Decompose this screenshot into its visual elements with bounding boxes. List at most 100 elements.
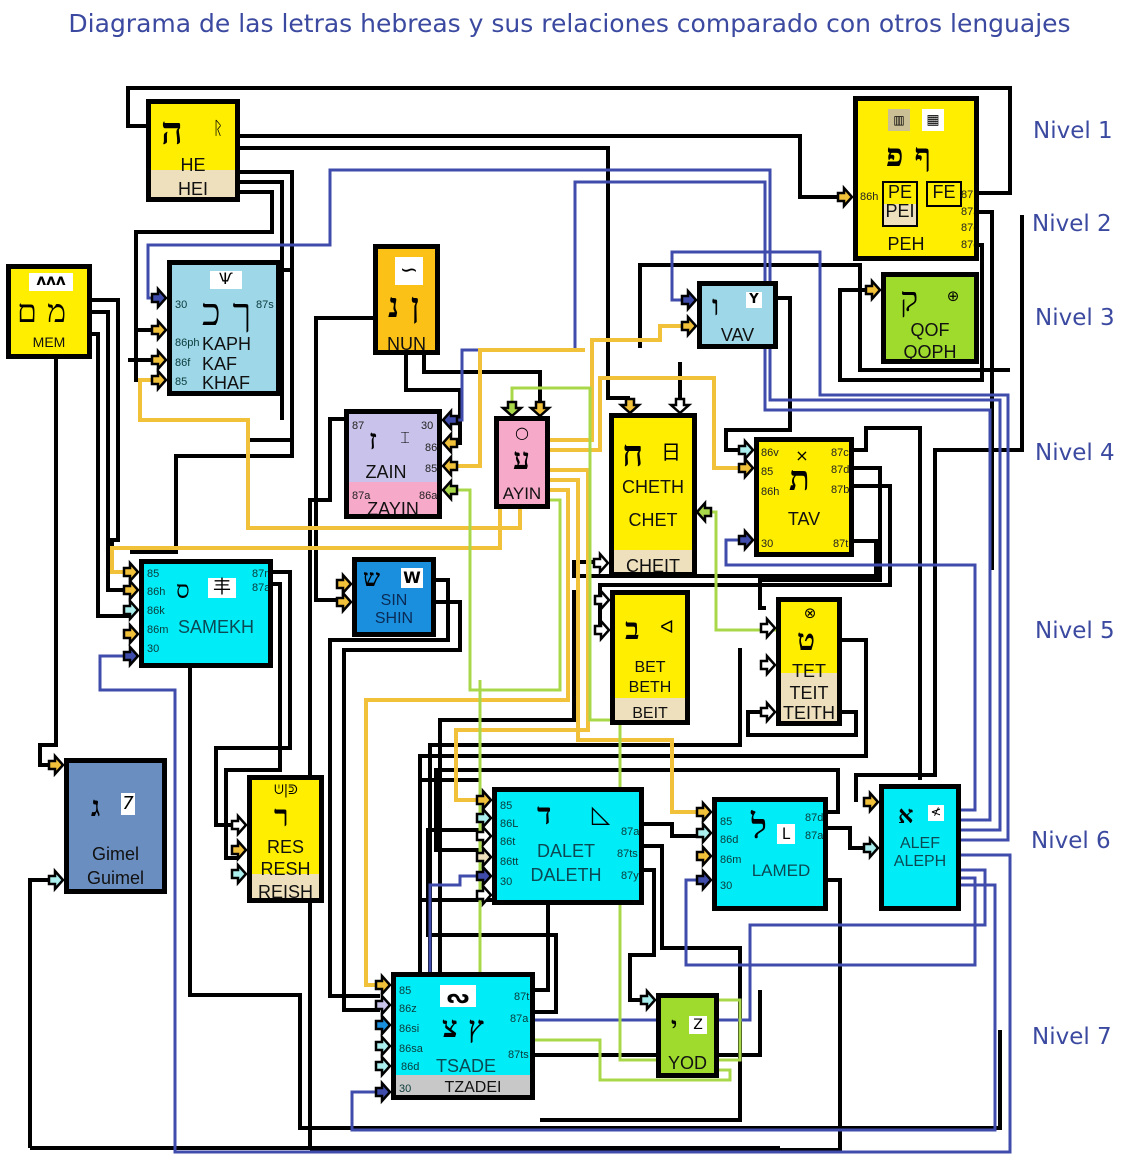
letter-box-res[interactable]: ᕫ|ᕲ ר RES RESH REISH [247, 775, 324, 903]
level-label-4: Nivel 4 [1035, 440, 1115, 466]
letter-box-qof[interactable]: ק ⊕ QOF QOPH [881, 272, 979, 364]
port-lamed-85: 85 [720, 816, 733, 828]
letter-box-vav[interactable]: ו Y VAV [697, 281, 778, 349]
hebrew-letter-yod: י [671, 1011, 678, 1040]
letter-box-ayin[interactable]: ○ ע AYIN [494, 416, 550, 509]
arrow-alef-in2 [862, 835, 880, 861]
letter-box-zain[interactable]: 87 30 ז ⌶ 86 85 ZAIN 87a 86a ZAYIN [344, 409, 442, 519]
paleo-glyph-bet-icon: ᐊ [660, 617, 674, 638]
letter-box-he[interactable]: ה ᚱ HE HEI [146, 99, 240, 202]
letter-name-samekh: SAMEKH [177, 617, 255, 637]
letter-name-kaph: KAPH [202, 334, 252, 354]
arrow-gimel-in2 [47, 867, 65, 893]
letter-box-shin[interactable]: ש W SIN SHIN [352, 557, 436, 637]
port-peh-87a: 87a [961, 206, 979, 218]
arrow-samekh-86m [122, 621, 140, 647]
paleo-glyph-vav-icon: Y [746, 292, 762, 308]
letter-name-shin: SHIN [374, 610, 414, 627]
port-peh-86h: 86h [860, 191, 879, 203]
arrow-tsade-85 [374, 972, 392, 998]
letter-box-nun[interactable]: ∽ ן נ NUN [373, 244, 440, 355]
port-peh-87k: 87k [961, 189, 979, 201]
paleo-glyph-tet-icon: ⊗ [803, 604, 817, 622]
wire-samekh-87r [214, 570, 292, 827]
letter-box-peh[interactable]: ▥ ▦ ף פ 86h PE PEI FE 87k 87a 87c 87q PE… [853, 96, 979, 261]
letter-box-alef[interactable]: א ≮ ALEF ALEPH [879, 784, 961, 911]
letter-box-yod[interactable]: י Z YOD [656, 993, 719, 1078]
letter-box-lamed[interactable]: 85 ל ᒪ 87d 87a 86d 86m LAMED 30 [712, 797, 828, 911]
arrow-alef-in1 [862, 789, 880, 815]
letter-name-yod: YOD [667, 1053, 707, 1073]
wire-blue-kaph30 [146, 168, 1002, 832]
letter-box-mem[interactable]: ᴧᴧᴧ מ ם MEM [6, 264, 92, 359]
wire-he-down2 [240, 180, 284, 420]
arrow-dalet-86L [475, 805, 493, 831]
arrow-res-in1 [230, 812, 248, 838]
paleo-glyph-cheth-icon: 日 [661, 440, 681, 464]
letter-box-tsade[interactable]: 85 ᔓ 87t 86z ץ צ 87a 86si 86sa 87ts TSAD… [391, 972, 535, 1100]
wire-tav-87d [758, 466, 882, 610]
letter-band-zayin: ZAYIN [367, 499, 419, 519]
letter-name-vav: VAV [720, 325, 755, 345]
paleo-glyph-yod-icon: Z [689, 1016, 707, 1034]
port-tav-30: 30 [761, 538, 774, 550]
arrow-samekh-85 [122, 559, 140, 585]
wire-mem-out1 [92, 298, 120, 570]
port-zain-30: 30 [421, 420, 434, 432]
hebrew-letter-shin: ש [363, 563, 380, 592]
port-zain-86a: 86a [419, 490, 438, 502]
letter-box-bet[interactable]: ב ᐊ BET BETH BEIT [610, 590, 690, 725]
letter-name-bet: BET [634, 659, 666, 676]
letter-box-tav[interactable]: 86v 87c × 85 87d ת 86h 87b TAV 30 87t [754, 437, 854, 557]
arrow-yod-in [639, 987, 657, 1013]
letter-name-nun: NUN [387, 334, 426, 354]
port-tav-86h: 86h [761, 486, 780, 498]
wire-blue-samekh30 [98, 654, 1012, 1154]
letter-box-tet[interactable]: ⊗ ט TET TEIT TEITH [776, 597, 842, 726]
arrow-dalet-bottom [475, 882, 493, 908]
arrow-ayin-in1 [499, 400, 525, 418]
hebrew-letter-peh: ף פ [886, 136, 932, 174]
hebrew-letter-alef: א [898, 800, 914, 829]
arrow-vav-30 [680, 287, 698, 313]
wire-yellow-vav [550, 324, 690, 442]
port-kaph-30: 30 [175, 299, 188, 311]
letter-box-samekh[interactable]: 85 87r ס 丰 87a 86h 86k SAMEKH 86m 30 [139, 559, 273, 668]
port-kaph-85: 85 [175, 376, 188, 388]
wire-kaph-out [130, 268, 294, 554]
arrow-bet-in2 [593, 617, 611, 643]
arrow-zain-86a [441, 477, 459, 503]
level-label-2: Nivel 2 [1032, 211, 1112, 237]
letter-box-kaph[interactable]: Ѱ ך כ 30 87s 86ph 86f 85 KAPH KAF KHAF [167, 260, 281, 396]
arrow-zain-30 [441, 407, 459, 433]
letter-box-dalet[interactable]: 85 ד ◺ 86L 87a 86t DALET 87ts 86tt DALET… [492, 787, 644, 905]
port-dalet-30: 30 [500, 876, 513, 888]
port-tav-87c: 87c [831, 447, 849, 459]
port-lamed-87d: 87d [805, 812, 824, 824]
arrow-tsade-86z [374, 992, 392, 1018]
arrow-res-in3 [230, 861, 248, 887]
letter-name-qoph: QOPH [903, 342, 957, 362]
wire-vav-cheth [638, 263, 1010, 372]
wire-gimel-in [28, 878, 56, 1148]
wire-blue-dalet30 [428, 868, 987, 1022]
arrow-tet-in3 [759, 699, 777, 725]
port-samekh-85: 85 [147, 568, 160, 580]
arrow-cheth-green [695, 499, 713, 525]
arrow-qof-in [864, 277, 882, 303]
letter-name-kaf: KAF [202, 354, 238, 374]
hebrew-letter-gimel: ג [91, 790, 101, 823]
port-dalet-87ts: 87ts [617, 848, 638, 860]
port-kaph-86f: 86f [175, 357, 191, 369]
arrow-cheth-in1 [617, 397, 643, 415]
wire-yellow-tsade85 [364, 488, 570, 987]
arrow-cheth-in2 [667, 397, 693, 415]
letter-box-cheth[interactable]: ח 日 CHETH CHET CHEIT [609, 413, 697, 577]
port-lamed-86d: 86d [720, 834, 739, 846]
letter-box-gimel[interactable]: ג 7 Gimel Guimel [64, 758, 167, 894]
letter-band-teith: TEITH [783, 703, 835, 723]
wire-tsade-87a [426, 828, 558, 1014]
letter-name-chet: CHET [628, 510, 678, 530]
wire-shin-out [328, 578, 450, 998]
wire-dalet-87ts [540, 844, 742, 1122]
